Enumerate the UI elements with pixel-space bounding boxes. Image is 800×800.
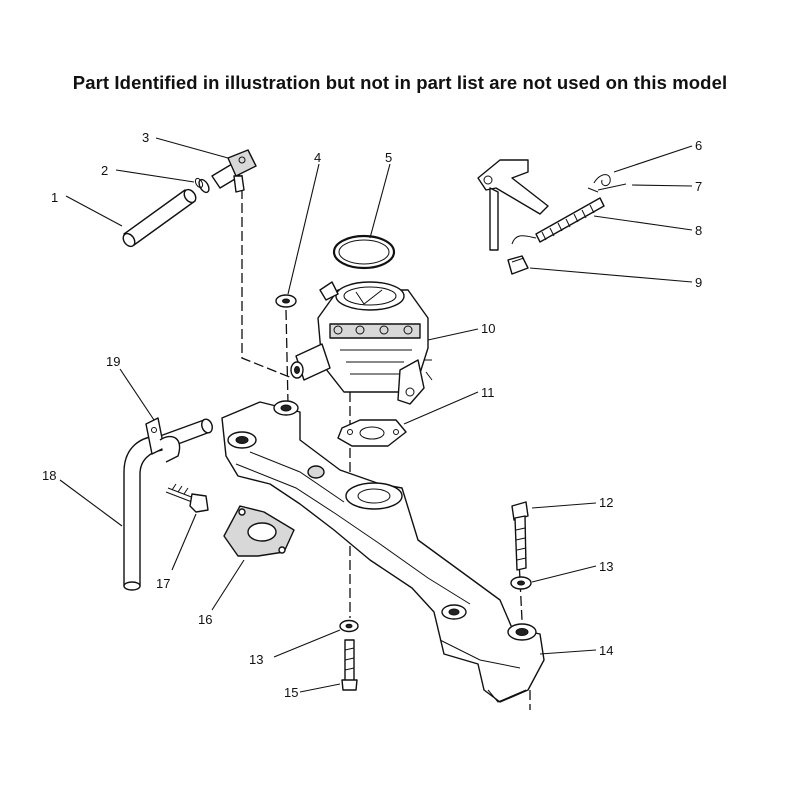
part-hose-1: [122, 188, 197, 248]
callout-leader-lines: [59, 137, 693, 693]
part-gasket-11: [337, 419, 407, 447]
callout-15: 15: [284, 685, 298, 700]
part-o-ring-5: [332, 234, 396, 270]
callout-9: 9: [695, 275, 702, 290]
part-clamp-2: [194, 177, 210, 194]
callout-2: 2: [101, 163, 108, 178]
part-washer-13-lower: [339, 619, 359, 633]
callout-1: 1: [51, 190, 58, 205]
callout-14: 14: [599, 643, 613, 658]
part-elbow-fitting-3: [211, 149, 257, 193]
part-clip-6: [593, 174, 611, 187]
part-spring-8: [535, 197, 605, 243]
callout-18: 18: [42, 468, 56, 483]
callout-16: 16: [198, 612, 212, 627]
callout-13-lower: 13: [249, 652, 263, 667]
part-carburetor-10: [290, 281, 433, 405]
part-tube-18: [123, 418, 213, 591]
part-gasket-16: [223, 505, 295, 557]
part-bolt-12: [511, 501, 529, 571]
callout-4: 4: [314, 150, 321, 165]
part-bolt-17: [165, 483, 209, 513]
part-washer-13-upper: [510, 576, 532, 590]
part-rod-7: [597, 183, 627, 191]
part-intake-manifold-14: [221, 400, 545, 703]
callout-3: 3: [142, 130, 149, 145]
diagram-note: Part Identified in illustration but not …: [72, 72, 728, 93]
callout-5: 5: [385, 150, 392, 165]
callout-labels: 1 2 3 4 5 6 7 8 9 10 11 12 13 13 14 15 1…: [42, 130, 702, 700]
part-bolt-15: [341, 639, 358, 691]
callout-12: 12: [599, 495, 613, 510]
callout-7: 7: [695, 179, 702, 194]
callout-17: 17: [156, 576, 170, 591]
part-washer-4: [275, 294, 297, 308]
callout-11: 11: [481, 385, 495, 400]
callout-8: 8: [695, 223, 702, 238]
callout-19: 19: [106, 354, 120, 369]
part-clip-9: [507, 255, 529, 275]
callout-6: 6: [695, 138, 702, 153]
part-bracket-19: [145, 417, 181, 463]
callout-10: 10: [481, 321, 495, 336]
part-throttle-linkage: [477, 159, 627, 275]
callout-13-upper: 13: [599, 559, 613, 574]
